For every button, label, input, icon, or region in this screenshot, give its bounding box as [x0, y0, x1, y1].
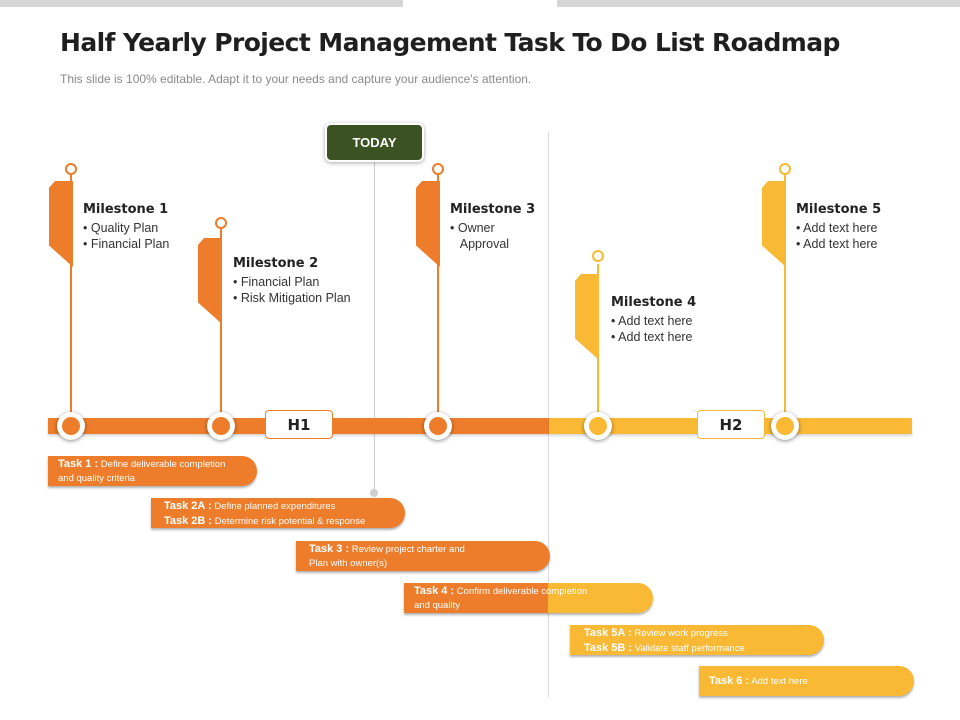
task-label: Task 2B :	[164, 514, 213, 527]
milestone-title: Milestone 3	[450, 202, 536, 217]
page-subtitle: This slide is 100% editable. Adapt it to…	[60, 72, 532, 86]
milestone-4-text: Milestone 4 • Add text here • Add text h…	[611, 295, 696, 345]
milestone-3-stem	[437, 174, 439, 420]
milestone-2-pin	[215, 217, 227, 229]
today-line	[374, 160, 375, 492]
milestone-1-pin	[65, 163, 77, 175]
milestone-title: Milestone 4	[611, 295, 697, 310]
task-text: and quality	[414, 600, 460, 611]
page-title: Half Yearly Project Management Task To D…	[60, 28, 840, 57]
task-text: Determine risk potential & response	[212, 515, 366, 527]
milestone-3-text: Milestone 3 • Owner Approval	[450, 202, 535, 252]
top-accent-bar-left	[0, 0, 403, 7]
task-text: Plan with owner(s)	[309, 558, 388, 569]
task-5-bar: Task 5A : Review work progress Task 5B :…	[570, 625, 824, 655]
milestone-bullet: • Quality Plan	[83, 221, 159, 235]
milestone-bullet: • Add text here	[796, 237, 878, 251]
milestone-4-pin	[592, 250, 604, 262]
task-label: Task 2A :	[164, 499, 212, 512]
milestone-5-pin	[779, 163, 791, 175]
task-text: Review work progress	[631, 627, 728, 639]
task-3-bar: Task 3 : Review project charter and Plan…	[296, 541, 550, 571]
task-text: Add text here	[749, 676, 808, 687]
milestone-5-flag	[762, 181, 786, 267]
milestone-bullet: • Risk Mitigation Plan	[233, 291, 351, 305]
half-label-h2: H2	[697, 410, 765, 439]
task-text: Review project charter and	[349, 544, 465, 555]
milestone-5-node	[771, 412, 799, 440]
task-label: Task 4 :	[414, 585, 455, 597]
task-1-bar: Task 1 : Define deliverable completion a…	[48, 456, 257, 486]
task-text: Define planned expenditures	[211, 500, 336, 512]
milestone-3-pin	[432, 163, 444, 175]
task-6-bar: Task 6 : Add text here	[699, 666, 914, 696]
milestone-4-flag	[575, 274, 599, 360]
task-4-bar: Task 4 : Confirm deliverable completion …	[404, 583, 653, 613]
task-text: Validate staff performance	[632, 642, 745, 654]
milestone-2-stem	[220, 228, 222, 420]
milestone-2-node	[207, 412, 235, 440]
milestone-bullet: • Financial Plan	[83, 237, 170, 251]
half-label-h1: H1	[265, 410, 333, 439]
task-label: Task 3 :	[309, 543, 350, 555]
task-text: Define deliverable completion	[98, 459, 226, 470]
task-label: Task 1 :	[58, 458, 99, 470]
milestone-5-text: Milestone 5 • Add text here • Add text h…	[796, 202, 881, 252]
milestone-bullet: • Owner	[450, 221, 495, 235]
top-accent-bar-right	[557, 0, 960, 7]
milestone-title: Milestone 1	[83, 202, 169, 217]
milestone-1-node	[57, 412, 85, 440]
task-label: Task 6 :	[709, 675, 750, 687]
task-text: and quality criteria	[58, 473, 136, 484]
today-line-end-dot	[370, 489, 378, 497]
milestone-1-stem	[70, 174, 72, 420]
today-marker: TODAY	[327, 125, 422, 160]
milestone-2-flag	[198, 238, 222, 324]
milestone-3-node	[424, 412, 452, 440]
task-text: Confirm deliverable completion	[454, 586, 588, 597]
task-2-bar: Task 2A : Define planned expenditures Ta…	[151, 498, 405, 528]
milestone-bullet: Approval	[450, 237, 510, 251]
task-label: Task 5B :	[584, 641, 633, 654]
milestone-bullet: • Add text here	[611, 330, 693, 344]
milestone-bullet: • Add text here	[611, 314, 693, 328]
milestone-5-stem	[784, 174, 786, 420]
task-label: Task 5A :	[584, 626, 632, 639]
milestone-title: Milestone 2	[233, 256, 319, 271]
milestone-bullet: • Financial Plan	[233, 275, 320, 289]
milestone-3-flag	[416, 181, 440, 267]
milestone-2-text: Milestone 2 • Financial Plan • Risk Miti…	[233, 256, 351, 306]
milestone-4-node	[584, 412, 612, 440]
milestone-title: Milestone 5	[796, 202, 882, 217]
half-divider-line	[548, 132, 549, 697]
milestone-1-text: Milestone 1 • Quality Plan • Financial P…	[83, 202, 169, 252]
milestone-1-flag	[49, 181, 73, 267]
milestone-bullet: • Add text here	[796, 221, 878, 235]
